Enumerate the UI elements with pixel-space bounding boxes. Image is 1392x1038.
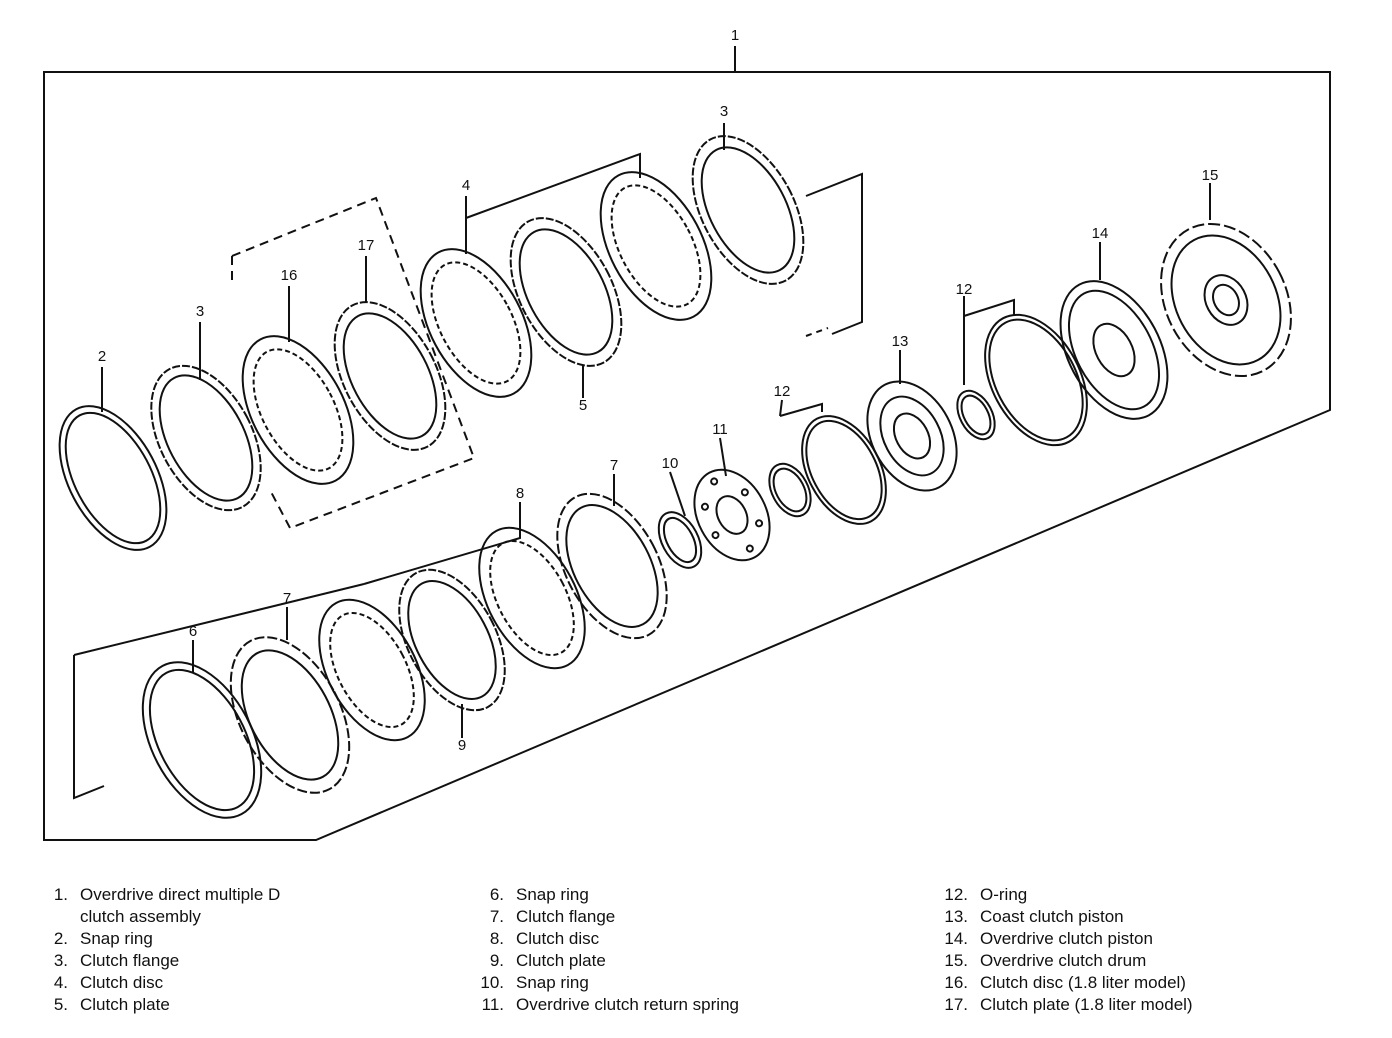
callout-labels: 1 2 3 16 17 4 3 5 6 7 8 7 9 10 11 12 13 … — [98, 27, 1219, 754]
overdrive-clutch-piston — [1059, 280, 1169, 420]
legend-item: 3.Clutch flange — [53, 951, 180, 970]
legend-item: 17.Clutch plate (1.8 liter model) — [944, 995, 1193, 1014]
callout-od-drum: 15 — [1202, 167, 1219, 184]
o-ring-right — [956, 389, 996, 441]
callout-disc-bottom: 8 — [516, 485, 524, 502]
o-ring-large — [801, 415, 887, 525]
clutch-flange-top-right — [691, 135, 805, 285]
legend-column-2: 6.Snap ring 7.Clutch flange 8.Clutch dis… — [470, 884, 739, 1016]
o-ring-small — [768, 462, 812, 518]
callout-plate-bottom: 9 — [458, 737, 466, 754]
o-ring-right-large — [984, 313, 1088, 447]
clutch-disc-top-2 — [599, 171, 713, 321]
legend-item: 1.Overdrive direct multiple D — [53, 885, 281, 904]
legend-item: clutch assembly — [80, 907, 201, 926]
callout-flange-top: 3 — [196, 303, 204, 320]
legend-item: 11.Overdrive clutch return spring — [481, 995, 739, 1014]
clutch-flange-bottom-right — [556, 492, 668, 640]
callout-snap-ring-bottom: 6 — [189, 623, 197, 640]
callout-od-piston: 14 — [1092, 225, 1109, 242]
dashed-group-16-17 — [231, 196, 476, 530]
leader-12a — [779, 399, 783, 417]
snap-ring-top — [58, 405, 168, 551]
callout-disc-top: 4 — [462, 177, 470, 194]
callout-disc-18: 16 — [281, 267, 298, 284]
callout-flange-bottom-left: 7 — [283, 590, 291, 607]
callout-return-spring: 11 — [712, 421, 728, 438]
clutch-plate-bottom — [398, 568, 506, 712]
legend-item: 7.Clutch flange — [489, 907, 616, 926]
clutch-flange-top — [150, 364, 262, 512]
legend-item: 16.Clutch disc (1.8 liter model) — [944, 973, 1186, 992]
legend-item: 9.Clutch plate — [489, 951, 606, 970]
callout-oring-a: 12 — [774, 383, 791, 400]
assembly-frame — [43, 71, 1331, 841]
legend-item: 13.Coast clutch piston — [944, 907, 1124, 926]
callout-plate-18: 17 — [358, 237, 375, 254]
clutch-plate-top — [509, 217, 623, 367]
callout-flange-bottom-right: 7 — [610, 457, 618, 474]
callout-assembly: 1 — [731, 27, 739, 44]
callout-snap-ring-top: 2 — [98, 348, 106, 365]
legend-item: 8.Clutch disc — [489, 929, 600, 948]
legend-column-1: 1.Overdrive direct multiple D clutch ass… — [44, 884, 280, 1016]
clutch-disc-16 — [241, 335, 355, 485]
callout-flange-top-right: 3 — [720, 103, 728, 120]
exploded-view-diagram: 1 2 3 16 17 4 3 5 6 7 8 7 9 10 11 12 13 … — [43, 27, 1331, 841]
legend-item: 4.Clutch disc — [53, 973, 164, 992]
legend-item: 2.Snap ring — [53, 929, 153, 948]
bracket-4 — [465, 152, 641, 219]
bracket-lower — [73, 583, 365, 800]
snap-ring-bottom — [141, 661, 263, 819]
bracket-4-right — [805, 172, 863, 335]
callout-plate-top: 5 — [579, 397, 587, 414]
bracket-12b — [963, 298, 1015, 317]
clutch-disc-bottom — [318, 598, 426, 742]
legend-item: 10.Snap ring — [480, 973, 589, 992]
snap-ring-small — [657, 511, 703, 569]
overdrive-clutch-drum — [1160, 222, 1292, 378]
callout-coast-piston: 13 — [892, 333, 909, 350]
clutch-disc-bottom-2 — [478, 526, 586, 670]
legend-item: 14.Overdrive clutch piston — [944, 929, 1153, 948]
bracket-4-dash — [805, 327, 829, 337]
leader-10 — [669, 471, 686, 517]
legend-item: 5.Clutch plate — [53, 995, 170, 1014]
clutch-plate-17 — [333, 301, 447, 451]
legend-item: 15.Overdrive clutch drum — [944, 951, 1147, 970]
bracket-12a — [779, 402, 823, 417]
legend-item: 6.Snap ring — [489, 885, 589, 904]
callout-snap-ring-small: 10 — [662, 455, 679, 472]
coast-clutch-piston — [866, 380, 958, 492]
return-spring — [693, 468, 771, 562]
clutch-disc-top — [419, 248, 533, 398]
legend-item: 12.O-ring — [944, 885, 1028, 904]
callout-oring-b: 12 — [956, 281, 973, 298]
legend-column-3: 12.O-ring 13.Coast clutch piston 14.Over… — [932, 884, 1193, 1016]
